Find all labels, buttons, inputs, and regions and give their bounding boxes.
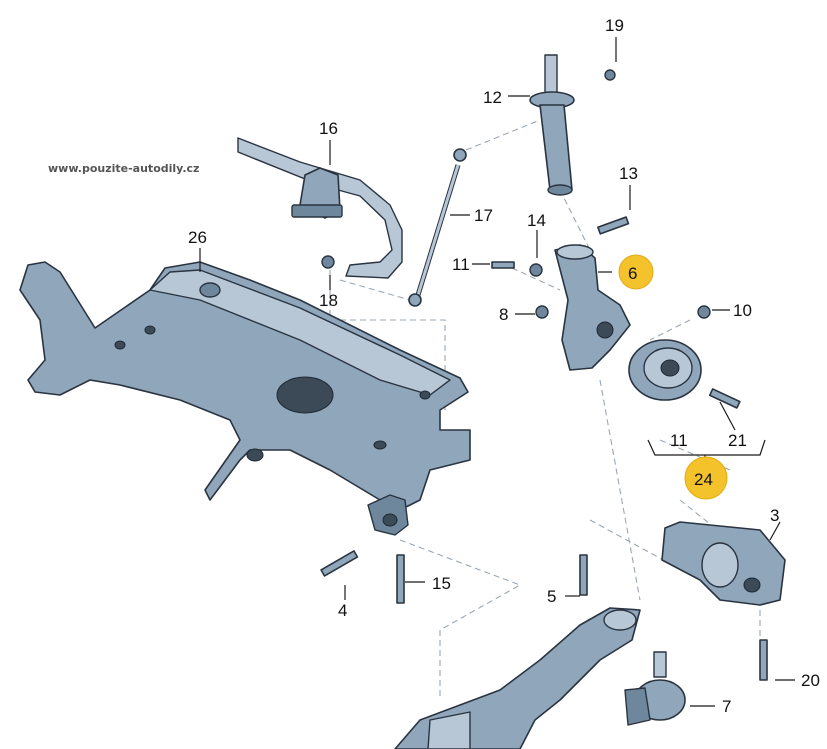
leader-lines bbox=[199, 37, 795, 707]
part-label-15: 15 bbox=[432, 574, 451, 593]
stabilizer-link bbox=[408, 148, 467, 307]
wheel-hub bbox=[628, 339, 702, 401]
part-label-20: 20 bbox=[801, 671, 820, 690]
part-label-11-knuckle: 11 bbox=[452, 255, 470, 274]
control-arm-bushing bbox=[661, 521, 786, 606]
part-label-21: 21 bbox=[728, 431, 747, 450]
steering-knuckle bbox=[554, 244, 631, 371]
part-label-10: 10 bbox=[733, 301, 752, 320]
part-label-13: 13 bbox=[619, 164, 638, 183]
part-label-11-hub: 11 bbox=[670, 431, 688, 450]
part-label-6: 6 bbox=[628, 264, 637, 283]
part-label-12: 12 bbox=[483, 88, 502, 107]
part-label-17: 17 bbox=[474, 206, 493, 225]
part-label-18: 18 bbox=[319, 291, 338, 310]
watermark-text: www.pouzite-autodily.cz bbox=[48, 162, 199, 175]
part-label-4: 4 bbox=[338, 601, 347, 620]
control-arm bbox=[394, 607, 641, 749]
part-label-7: 7 bbox=[722, 697, 731, 716]
part-label-24: 24 bbox=[694, 470, 713, 489]
ball-joint bbox=[624, 651, 686, 726]
part-label-8: 8 bbox=[499, 305, 508, 324]
stabilizer-bar bbox=[237, 137, 403, 279]
highlight-marker-24 bbox=[684, 456, 728, 500]
part-label-16: 16 bbox=[319, 119, 338, 138]
subframe bbox=[19, 261, 471, 536]
part-label-3: 3 bbox=[770, 506, 779, 525]
highlight-marker-6 bbox=[618, 254, 654, 290]
part-label-5: 5 bbox=[547, 587, 556, 606]
part-label-14: 14 bbox=[527, 211, 546, 230]
part-labels: 3 4 5 6 7 8 10 11 11 12 13 14 15 16 17 1… bbox=[188, 16, 820, 716]
part-label-19: 19 bbox=[605, 16, 624, 35]
strut bbox=[529, 54, 575, 196]
fasteners bbox=[320, 69, 768, 681]
part-label-26: 26 bbox=[188, 228, 207, 247]
